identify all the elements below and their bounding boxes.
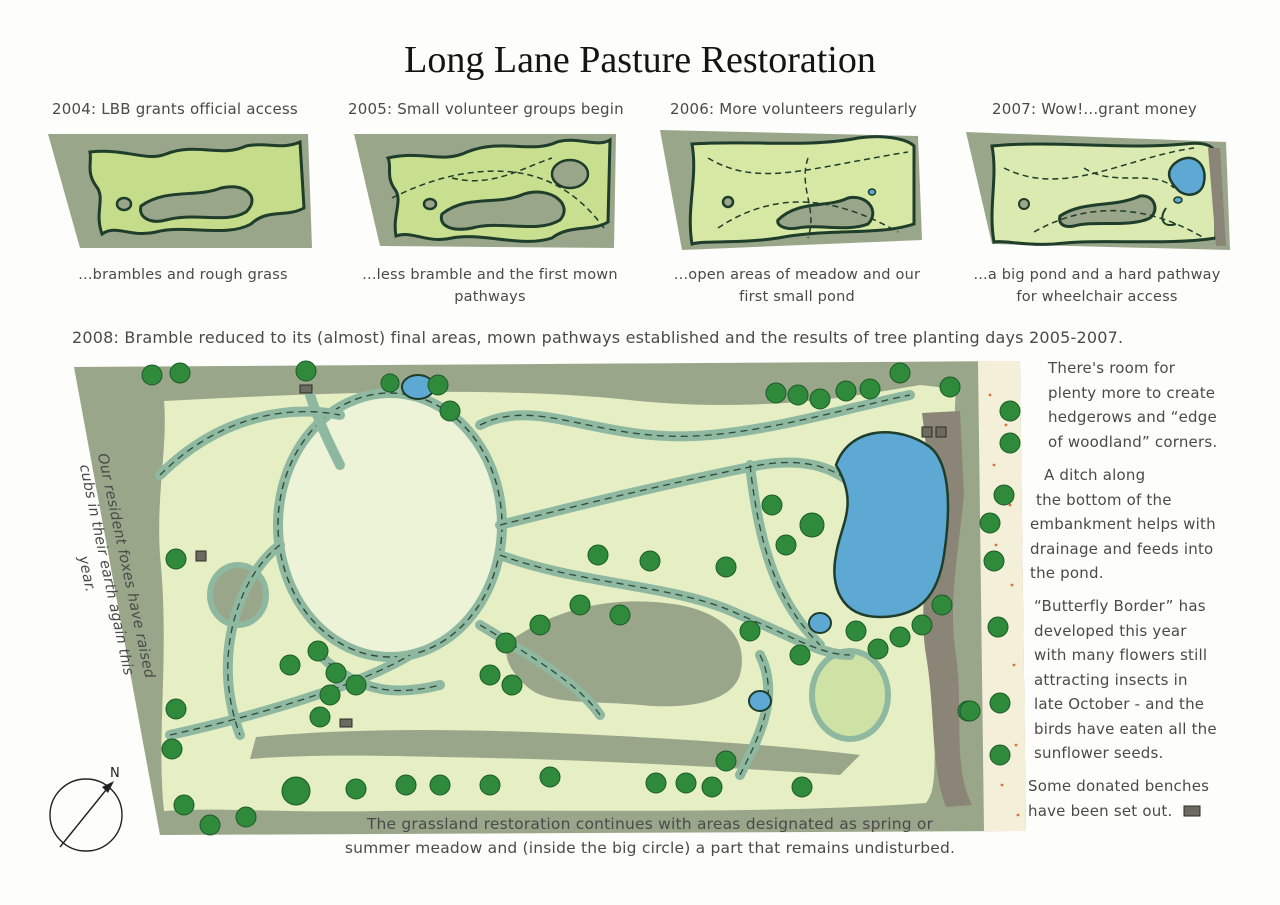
note-grassland: The grassland restoration continues with… (344, 815, 956, 857)
stage-2004-map (48, 134, 312, 248)
stage-2005-map (354, 134, 616, 248)
stage-2006-caption: ...open areas of meadow and our first sm… (673, 267, 921, 305)
bramble-strip-lower (250, 730, 860, 775)
copse-circle (809, 648, 891, 742)
stage-2007-map (966, 132, 1230, 250)
stage-2007-caption: ...a big pond and a hard pathway for whe… (973, 267, 1221, 305)
site-plan-2008 (74, 360, 1026, 836)
stage-2006-map (660, 130, 922, 250)
note-benches: Some donated benches have been set out. (1028, 777, 1210, 820)
stage-2005-heading: 2005: Small volunteer groups begin (348, 100, 624, 118)
stage-2005-caption: ...less bramble and the first mown pathw… (362, 267, 618, 305)
big-pond (833, 431, 950, 619)
stage-2007-heading: 2007: Wow!...grant money (992, 100, 1197, 118)
page-title: Long Lane Pasture Restoration (404, 39, 876, 81)
compass-label: N (110, 766, 120, 781)
small-pond-mid (808, 612, 832, 634)
stage-2004-heading: 2004: LBB grants official access (52, 100, 298, 118)
bench-icon (1183, 805, 1201, 817)
note-ditch: A ditch along the bottom of the embankme… (1030, 466, 1216, 582)
benches (195, 384, 947, 728)
note-hedgerows: There's room for plenty more to create h… (1048, 359, 1218, 451)
small-pond-low (748, 690, 772, 712)
compass-icon: N (49, 766, 123, 852)
undisturbed-circle (273, 388, 507, 662)
year-2008-heading: 2008: Bramble reduced to its (almost) fi… (72, 328, 1124, 347)
wildflower-strip (978, 361, 1026, 831)
note-butterfly-border: “Butterfly Border” has developed this ye… (1034, 597, 1217, 762)
trees (141, 360, 1021, 836)
stage-2004-caption: ...brambles and rough grass (78, 267, 288, 283)
stage-2006-heading: 2006: More volunteers regularly (670, 100, 918, 118)
